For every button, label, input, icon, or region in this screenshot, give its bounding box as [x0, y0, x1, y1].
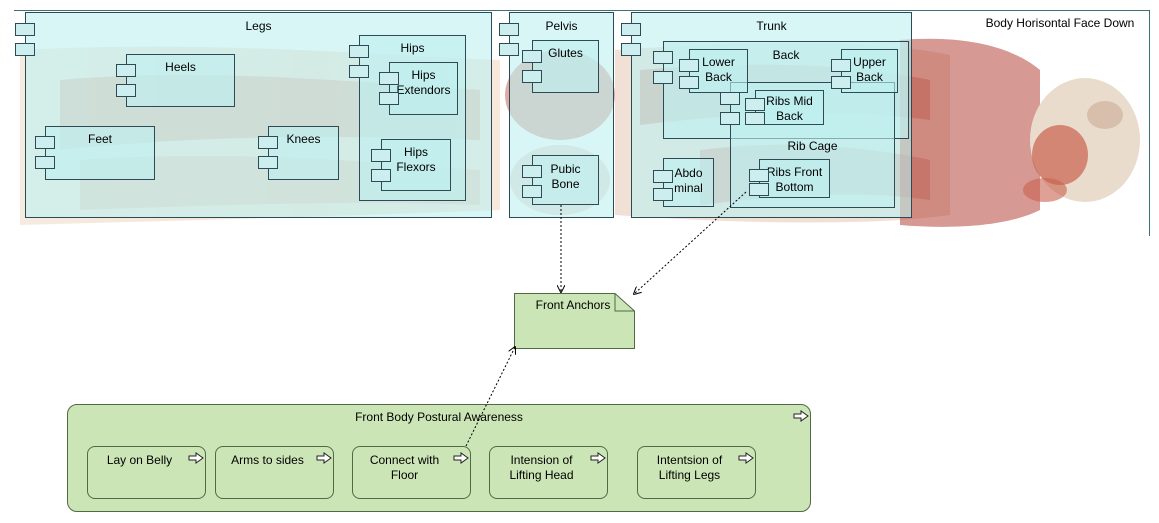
- hips-label: Hips: [400, 41, 425, 55]
- hips-flexors-port-icon: [371, 169, 391, 182]
- rib-cage-port-icon: [720, 112, 740, 125]
- legs-port-icon: [15, 43, 35, 56]
- feet-component[interactable]: Feet: [45, 126, 155, 180]
- hips-extendors-port-icon: [379, 72, 399, 85]
- step-label: Intentsion of Lifting Legs: [656, 453, 723, 482]
- feet-port-icon: [35, 136, 55, 149]
- process-arrow-icon: [453, 452, 469, 464]
- hips-extendors-component[interactable]: Hips Extendors: [389, 62, 458, 115]
- trunk-port-icon: [621, 43, 641, 56]
- front-anchors-label: Front Anchors: [535, 298, 611, 312]
- hips-flexors-label: Hips Flexors: [396, 145, 436, 174]
- hips-port-icon: [349, 45, 369, 58]
- front-anchors-note[interactable]: [514, 293, 635, 349]
- step-label: Connect with Floor: [369, 453, 440, 482]
- feet-port-icon: [35, 156, 55, 169]
- rib-cage-port-icon: [720, 92, 740, 105]
- rib-cage-label: Rib Cage: [787, 139, 838, 153]
- pubic-bone-label: Pubic Bone: [550, 162, 581, 191]
- glutes-component[interactable]: Glutes: [532, 40, 599, 93]
- trunk-label: Trunk: [756, 19, 787, 33]
- ribs-mid-back-component[interactable]: Ribs Mid Back: [755, 90, 824, 125]
- back-port-icon: [653, 51, 673, 64]
- knees-port-icon: [258, 156, 278, 169]
- step-intention-of-lifting-legs[interactable]: Intentsion of Lifting Legs: [637, 446, 756, 499]
- abdominal-port-icon: [653, 188, 673, 201]
- feet-label: Feet: [87, 132, 112, 146]
- abdominal-port-icon: [653, 170, 673, 183]
- ribs-front-bottom-port-icon: [749, 169, 769, 182]
- view-frame: [14, 10, 1150, 236]
- legs-port-icon: [15, 23, 35, 36]
- pelvis-port-icon: [499, 43, 519, 56]
- step-label: Intension of Lifting Head: [509, 453, 574, 482]
- pubic-bone-port-icon: [522, 165, 542, 178]
- ribs-front-bottom-component[interactable]: Ribs Front Bottom: [759, 159, 830, 198]
- heels-label: Heels: [165, 60, 196, 74]
- trunk-port-icon: [621, 23, 641, 36]
- pelvis-port-icon: [499, 23, 519, 36]
- heels-port-icon: [116, 84, 136, 97]
- upper-back-port-icon: [831, 59, 851, 72]
- step-connect-with-floor[interactable]: Connect with Floor: [352, 446, 471, 499]
- knees-component[interactable]: Knees: [268, 126, 339, 180]
- hips-port-icon: [349, 65, 369, 78]
- knees-port-icon: [258, 136, 278, 149]
- step-lay-on-belly[interactable]: Lay on Belly: [87, 446, 206, 499]
- hips-extendors-label: Hips Extendors: [396, 68, 451, 97]
- ribs-front-bottom-port-icon: [749, 183, 769, 196]
- step-arms-to-sides[interactable]: Arms to sides: [215, 446, 334, 499]
- ribs-mid-back-port-icon: [745, 98, 765, 111]
- pubic-bone-port-icon: [522, 185, 542, 198]
- process-arrow-icon: [316, 452, 332, 464]
- pubic-bone-component[interactable]: Pubic Bone: [532, 155, 599, 205]
- legs-label: Legs: [245, 19, 272, 33]
- process-label: Front Body Postural Awareness: [355, 410, 523, 424]
- hips-flexors-port-icon: [371, 149, 391, 162]
- process-arrow-icon: [188, 452, 204, 464]
- pelvis-label: Pelvis: [545, 19, 578, 33]
- knees-label: Knees: [286, 132, 321, 146]
- lower-back-port-icon: [679, 76, 699, 89]
- heels-port-icon: [116, 64, 136, 77]
- ribs-mid-back-label: Ribs Mid Back: [766, 94, 813, 123]
- process-arrow-icon: [793, 410, 809, 422]
- step-label: Arms to sides: [231, 453, 304, 467]
- glutes-port-icon: [522, 50, 542, 63]
- glutes-port-icon: [522, 70, 542, 83]
- view-title: Body Horisontal Face Down: [985, 16, 1135, 30]
- process-arrow-icon: [738, 452, 754, 464]
- ribs-mid-back-port-icon: [745, 112, 765, 125]
- hips-flexors-component[interactable]: Hips Flexors: [381, 139, 451, 191]
- back-port-icon: [653, 71, 673, 84]
- upper-back-port-icon: [831, 76, 851, 89]
- ribs-front-bottom-label: Ribs Front Bottom: [766, 165, 823, 194]
- heels-component[interactable]: Heels: [126, 54, 235, 107]
- step-label: Lay on Belly: [106, 453, 173, 467]
- hips-extendors-port-icon: [379, 92, 399, 105]
- process-arrow-icon: [590, 452, 606, 464]
- glutes-label: Glutes: [548, 46, 583, 60]
- step-intension-of-lifting-head[interactable]: Intension of Lifting Head: [489, 446, 608, 499]
- lower-back-port-icon: [679, 59, 699, 72]
